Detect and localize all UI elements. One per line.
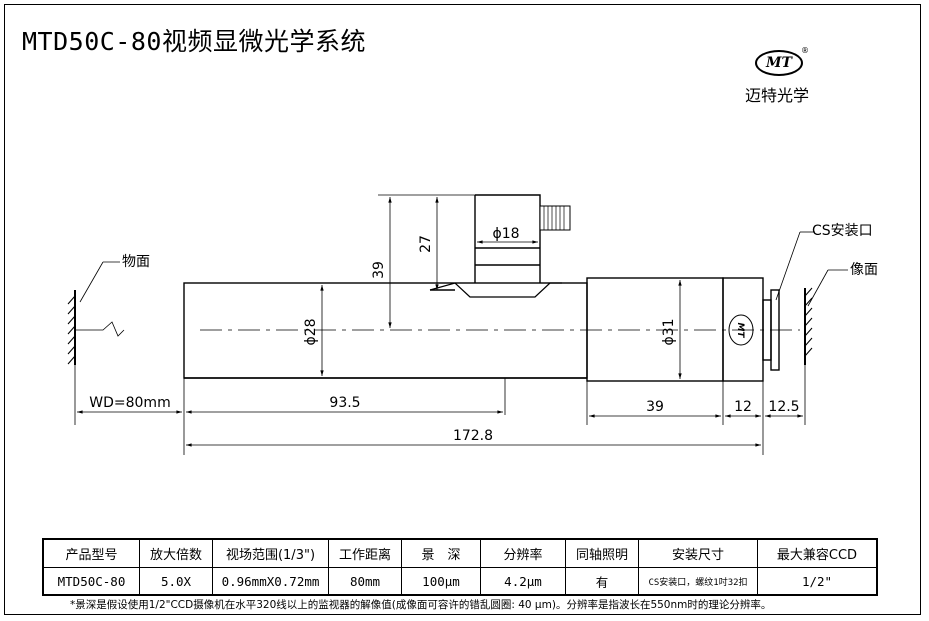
drawing-title: MTD50C-80视频显微光学系统 xyxy=(22,27,366,56)
technical-drawing: 物面 MT xyxy=(67,194,878,455)
logo-badge: MT xyxy=(755,50,803,76)
value-field-of-view: 0.96mmX0.72mm xyxy=(212,567,329,596)
drawing-frame xyxy=(4,4,921,615)
header-mount: 安装尺寸 xyxy=(638,538,758,568)
value-working-distance: 80mm xyxy=(328,567,402,596)
dim-93-5-label: 93.5 xyxy=(329,395,360,411)
value-resolution: 4.2μm xyxy=(480,567,566,596)
object-plane-label: 物面 xyxy=(122,254,150,270)
dim-172-8-label: 172.8 xyxy=(453,428,493,444)
header-max-ccd: 最大兼容CCD xyxy=(757,538,878,568)
rear-barrel xyxy=(586,277,780,382)
dim-12-label: 12 xyxy=(734,399,752,415)
object-plane xyxy=(67,261,120,365)
spec-table: 产品型号 放大倍数 视场范围(1/3") 工作距离 景 深 分辨率 同轴照明 安… xyxy=(42,538,878,596)
cs-mount-leader xyxy=(775,231,815,301)
illumination-port xyxy=(429,194,562,298)
dim-dia-18-label: ϕ18 xyxy=(492,226,519,242)
header-field-of-view: 视场范围(1/3") xyxy=(212,538,329,568)
registered-mark: ® xyxy=(801,46,809,55)
value-magnification: 5.0X xyxy=(139,567,213,596)
spec-value-row: MTD50C-80 5.0X 0.96mmX0.72mm 80mm 100μm … xyxy=(42,567,878,596)
dim-dia-31-label: ϕ31 xyxy=(661,318,677,345)
barrel-logo-mark xyxy=(728,314,754,346)
company-logo: MT ® 迈特光学 xyxy=(745,46,825,106)
company-name: 迈特光学 xyxy=(745,86,810,105)
optical-axis xyxy=(75,321,800,337)
image-plane-label: 像面 xyxy=(850,262,878,278)
dim-wd-label: WD=80mm xyxy=(89,395,170,411)
header-coaxial-illumination: 同轴照明 xyxy=(565,538,639,568)
dim-height-27-label: 27 xyxy=(418,235,434,253)
image-plane xyxy=(804,269,848,365)
dim-39-bottom-label: 39 xyxy=(646,399,664,415)
dim-dia-28-label: ϕ28 xyxy=(303,318,319,345)
value-mount: CS安装口，螺纹1吋32扣 xyxy=(638,567,758,596)
header-resolution: 分辨率 xyxy=(480,538,566,568)
header-depth-of-field: 景 深 xyxy=(401,538,481,568)
barrel-logo-text: MT xyxy=(735,322,745,338)
adjust-knob xyxy=(539,205,571,231)
header-working-distance: 工作距离 xyxy=(328,538,402,568)
value-coaxial-illumination: 有 xyxy=(565,567,639,596)
dim-height-39-label: 39 xyxy=(371,261,387,279)
header-model: 产品型号 xyxy=(42,538,140,568)
footnote: *景深是假设使用1/2"CCD摄像机在水平320线以上的监视器的解像值(成像面可… xyxy=(70,599,772,611)
extension-lines xyxy=(74,365,806,455)
spec-header-row: 产品型号 放大倍数 视场范围(1/3") 工作距离 景 深 分辨率 同轴照明 安… xyxy=(42,538,878,568)
value-depth-of-field: 100μm xyxy=(401,567,481,596)
dim-12-5-label: 12.5 xyxy=(768,399,799,415)
dim-height-39 xyxy=(378,194,475,329)
value-max-ccd: 1/2" xyxy=(757,567,878,596)
value-model: MTD50C-80 xyxy=(42,567,140,596)
header-magnification: 放大倍数 xyxy=(139,538,213,568)
cs-mount-label: CS安装口 xyxy=(812,223,873,239)
